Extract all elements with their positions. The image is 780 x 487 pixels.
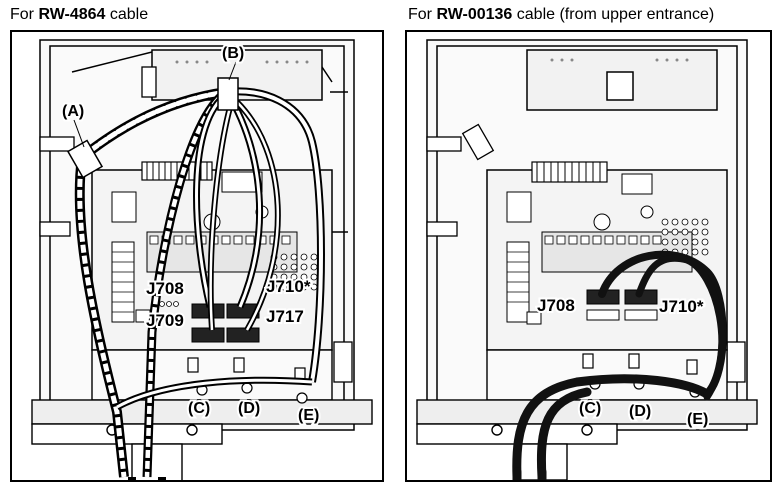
bottom-rail: [31, 349, 373, 480]
caption-right-suffix: cable (from upper entrance): [512, 6, 715, 23]
side-brackets: [426, 123, 746, 383]
callout-b: (B): [222, 45, 244, 62]
cable-bundle: [512, 250, 727, 480]
vent-holes: [550, 58, 689, 62]
caption-right: For RW-00136 cable (from upper entrance): [408, 6, 714, 24]
caption-right-cable: RW-00136: [436, 6, 513, 23]
clamp-a: [66, 139, 104, 179]
clamp-b: [217, 77, 239, 111]
callout-d: (D): [238, 400, 260, 417]
callout-a: (A): [62, 103, 84, 120]
callout-e: (E): [298, 407, 319, 424]
caption-left: For RW-4864 cable: [10, 6, 148, 24]
label-j709: J709: [146, 311, 184, 330]
cable-clamps: [187, 357, 308, 404]
vent-holes: [175, 60, 309, 64]
label-j710: J710*: [266, 277, 311, 296]
label-j708: J708: [537, 296, 575, 315]
wiring-diagram-right: (C) (D) (E) J708 J710*: [416, 39, 758, 480]
side-brackets: [39, 66, 353, 383]
wiring-diagram-left: (A) (B) (C) (D) (E) J708 J709 J710* J717: [31, 39, 373, 480]
callout-e: (E): [687, 411, 708, 428]
caption-left-suffix: cable: [105, 6, 149, 23]
wiring-panel-left: (A) (B) (C) (D) (E) J708 J709 J710* J717: [10, 30, 384, 482]
callout-c: (C): [188, 400, 210, 417]
label-j710: J710*: [659, 297, 704, 316]
label-j717: J717: [266, 307, 304, 326]
cable-bundle: [74, 87, 325, 480]
callout-leaders: [73, 61, 237, 148]
circuit-board: [486, 161, 728, 351]
callout-c: (C): [579, 400, 601, 417]
label-j708: J708: [146, 279, 184, 298]
caption-left-prefix: For: [10, 6, 39, 23]
callout-d: (D): [629, 403, 651, 420]
caption-right-prefix: For: [408, 6, 437, 23]
wiring-panel-right: (C) (D) (E) J708 J710*: [405, 30, 772, 482]
caption-left-cable: RW-4864: [38, 6, 106, 23]
